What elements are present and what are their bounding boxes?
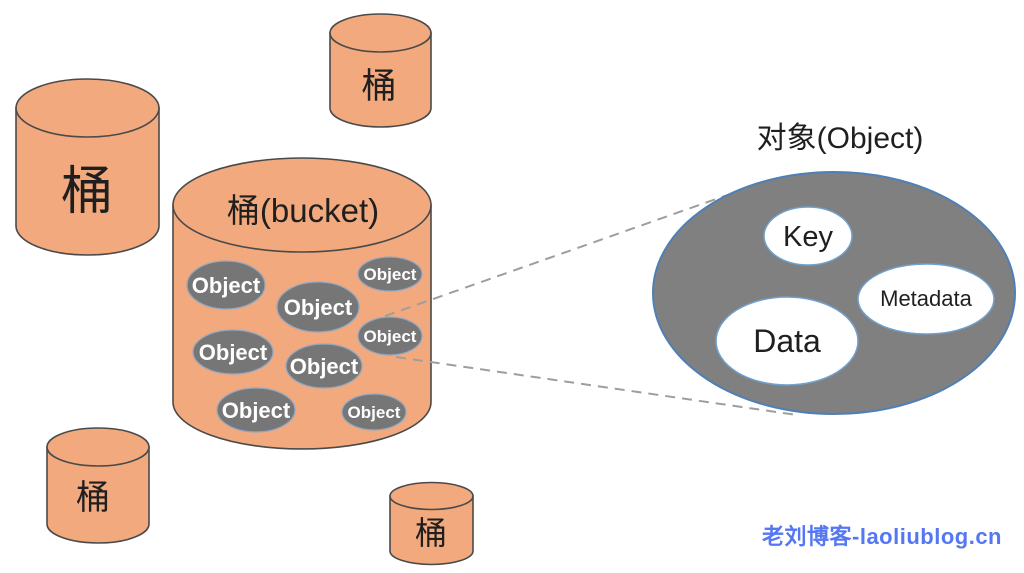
cylinder-top — [15, 78, 160, 138]
bucket-label-bottom-small: 桶 — [415, 515, 447, 551]
object-ellipse — [276, 281, 360, 333]
object-ellipse — [186, 260, 266, 310]
stored-object-ellipse: Object — [357, 256, 423, 292]
metadata-ellipse — [857, 263, 995, 335]
object-detail-group: 对象(Object) Key Metadata Data — [652, 122, 1016, 415]
stored-object-ellipse: Object — [276, 281, 360, 333]
cylinder-body — [389, 495, 474, 566]
cylinder-top — [172, 157, 432, 253]
bucket-label-large-left: 桶 — [61, 163, 113, 221]
cylinder-top — [389, 481, 474, 511]
stored-object-ellipse: Object — [216, 387, 296, 433]
object-label: Object — [364, 327, 417, 346]
object-ellipse — [192, 329, 274, 375]
bucket-label-bottom-left: 桶 — [76, 479, 110, 517]
stored-object-ellipse: Object — [186, 260, 266, 310]
key-label: Key — [783, 221, 833, 253]
main-bucket-cylinder: 桶(bucket) Object Object Object Object Ob… — [172, 157, 432, 450]
metadata-label: Metadata — [880, 286, 972, 311]
object-ellipse — [216, 387, 296, 433]
bucket-cylinder-large-left: 桶 — [15, 78, 160, 256]
object-ellipse — [357, 256, 423, 292]
data-label: Data — [753, 323, 821, 359]
cylinder-body — [15, 107, 160, 256]
object-ellipse — [357, 316, 423, 356]
object-key-part: Key — [763, 206, 853, 266]
object-label: Object — [348, 403, 401, 422]
key-ellipse — [763, 206, 853, 266]
object-data-part: Data — [715, 296, 859, 386]
object-label: Object — [222, 398, 291, 423]
main-bucket-label: 桶(bucket) — [227, 192, 379, 229]
object-label: Object — [199, 340, 268, 365]
object-metadata-part: Metadata — [857, 263, 995, 335]
stored-object-ellipse: Object — [357, 316, 423, 356]
object-ellipse — [285, 343, 363, 389]
stored-object-ellipse: Object — [192, 329, 274, 375]
bucket-cylinder-bottom-small: 桶 — [389, 481, 474, 566]
bucket-cylinder-bottom-left: 桶 — [46, 427, 150, 544]
bucket-cylinder-top-small: 桶 — [329, 13, 432, 128]
object-label: Object — [290, 354, 359, 379]
zoom-callout-line-top — [384, 185, 754, 317]
stored-object-ellipse: Object — [285, 343, 363, 389]
object-label: Object — [192, 273, 261, 298]
object-ellipse — [341, 393, 407, 431]
data-ellipse — [715, 296, 859, 386]
cylinder-body — [329, 32, 432, 128]
object-detail-title: 对象(Object) — [757, 122, 924, 155]
object-label: Object — [364, 265, 417, 284]
bucket-label-top-small: 桶 — [361, 67, 396, 106]
stored-object-ellipse: Object — [341, 393, 407, 431]
watermark-text: 老刘博客-laoliublog.cn — [761, 524, 1002, 549]
cylinder-body — [46, 446, 150, 544]
cylinder-top — [46, 427, 150, 467]
object-label: Object — [284, 295, 353, 320]
cylinder-top — [329, 13, 432, 53]
